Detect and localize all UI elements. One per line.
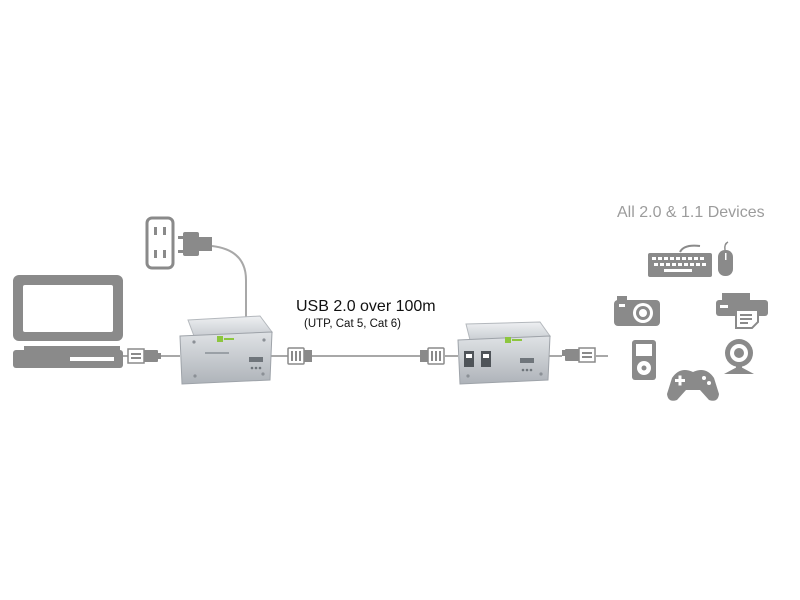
- devices-title: All 2.0 & 1.1 Devices: [617, 204, 765, 221]
- media-player-icon: [632, 340, 656, 380]
- keyboard-icon: [648, 244, 712, 277]
- webcam-icon: [724, 339, 754, 374]
- rj45-connector-icon: [420, 347, 445, 365]
- remote-extender: [457, 321, 551, 385]
- usb-plug-icon: [562, 347, 596, 363]
- usb-plug-icon: [127, 348, 161, 364]
- local-extender: [179, 315, 273, 385]
- printer-icon: [716, 293, 768, 329]
- link-subtitle: (UTP, Cat 5, Cat 6): [304, 318, 401, 330]
- rj45-connector-icon: [287, 347, 312, 365]
- camera-icon: [614, 296, 660, 326]
- link-title: USB 2.0 over 100m: [296, 298, 436, 315]
- mouse-icon: [718, 241, 733, 276]
- gamepad-icon: [667, 370, 719, 401]
- power-cable: [211, 245, 247, 318]
- computer-icon: [13, 275, 123, 368]
- power-plug-icon: [178, 232, 212, 256]
- power-outlet-icon: [145, 216, 175, 270]
